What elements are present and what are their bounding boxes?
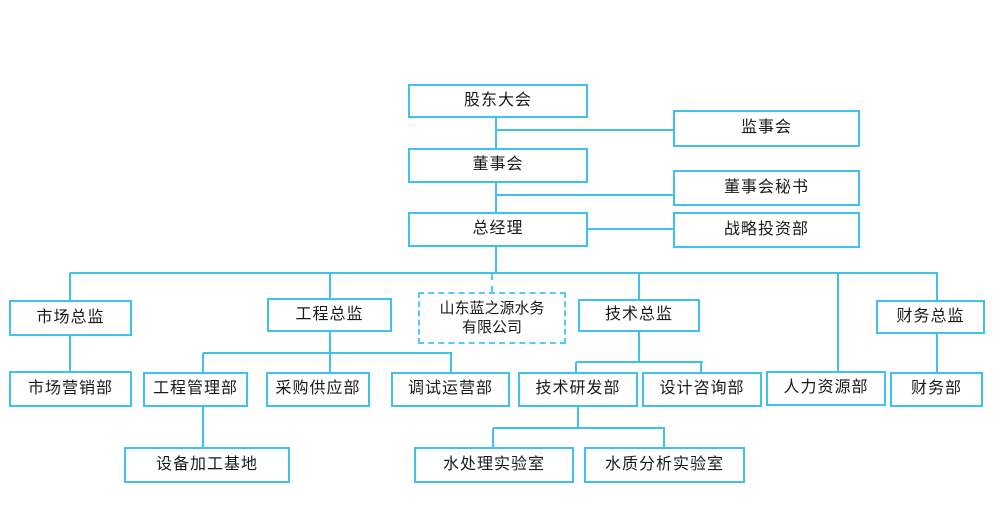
org-node-marketing-director: 市场总监 [9,300,132,336]
connector-line [638,332,640,362]
org-node-water-quality-analysis-lab: 水质分析实验室 [584,447,745,483]
org-node-company-box: 山东蓝之源水务有限公司 [418,292,566,344]
org-node-label: 工程管理部 [152,380,238,398]
org-node-finance-dept: 财务部 [890,372,983,407]
connector-line [491,274,493,292]
connector-line [492,428,494,447]
connector-line [495,247,497,274]
connector-line [638,273,640,299]
connector-line [700,362,702,372]
org-node-label: 监事会 [740,119,792,137]
org-node-label: 设备加工基地 [155,455,258,473]
org-node-label: 采购供应部 [275,380,361,398]
org-node-label: 财务总监 [896,307,965,325]
org-node-label: 董事会 [472,156,524,174]
connector-line [576,361,703,363]
org-node-label: 有限公司 [461,319,522,336]
connector-line [493,427,665,429]
connector-line [69,336,71,371]
org-node-general-manager: 总经理 [408,212,588,247]
connector-line [577,407,579,428]
connector-line [495,118,497,148]
org-node-label: 股东大会 [463,91,532,109]
org-node-strategic-investment-dept: 战略投资部 [673,212,860,248]
connector-line [329,332,331,353]
connector-line [329,353,331,372]
org-node-finance-director: 财务总监 [876,300,985,334]
connector-line [70,272,938,274]
org-node-tech-rd-dept: 技术研发部 [518,372,638,407]
connector-line [202,407,204,447]
org-node-supervisory-board: 监事会 [673,110,860,147]
connector-line [329,273,331,298]
connector-line [450,353,452,372]
org-node-procurement-supply-dept: 采购供应部 [266,372,370,407]
connector-line [203,352,452,354]
connector-line [202,353,204,372]
org-node-label: 董事会秘书 [723,178,809,196]
org-node-marketing-dept: 市场营销部 [9,371,132,407]
connector-line [837,273,839,371]
org-node-label: 水处理实验室 [442,455,545,473]
connector-line [575,362,577,372]
org-node-label: 技术研发部 [535,380,621,398]
org-node-label: 总经理 [472,220,524,238]
org-node-engineering-mgmt-dept: 工程管理部 [143,372,248,407]
connector-line [496,129,673,131]
org-node-hr-dept: 人力资源部 [766,371,886,406]
org-node-shareholders-meeting: 股东大会 [408,84,588,118]
org-node-label: 市场营销部 [27,379,113,397]
org-node-label: 财务部 [910,380,962,398]
connector-line [495,183,497,212]
connector-line [496,194,673,196]
org-node-label: 设计咨询部 [659,380,745,398]
org-node-engineering-director: 工程总监 [267,298,392,332]
org-node-board-secretary: 董事会秘书 [673,170,860,206]
connector-line [936,273,938,300]
org-node-label: 技术总监 [604,306,673,324]
connector-line [69,273,71,300]
org-node-label: 水质分析实验室 [604,455,724,473]
org-node-label: 调试运营部 [407,380,493,398]
connector-line [936,334,938,372]
org-node-design-consulting-dept: 设计咨询部 [642,372,762,407]
org-node-commissioning-ops-dept: 调试运营部 [391,372,510,407]
org-node-technical-director: 技术总监 [578,299,700,332]
org-node-equipment-processing-base: 设备加工基地 [124,447,290,483]
org-node-water-treatment-lab: 水处理实验室 [414,447,574,483]
connector-line [663,428,665,447]
org-node-board-of-directors: 董事会 [408,148,588,183]
org-node-label: 战略投资部 [723,220,809,238]
org-node-label: 工程总监 [295,305,364,323]
connector-line [588,228,673,230]
org-node-label: 人力资源部 [783,379,869,397]
org-node-label: 市场总监 [36,308,105,326]
org-node-label: 山东蓝之源水务 [439,299,545,317]
